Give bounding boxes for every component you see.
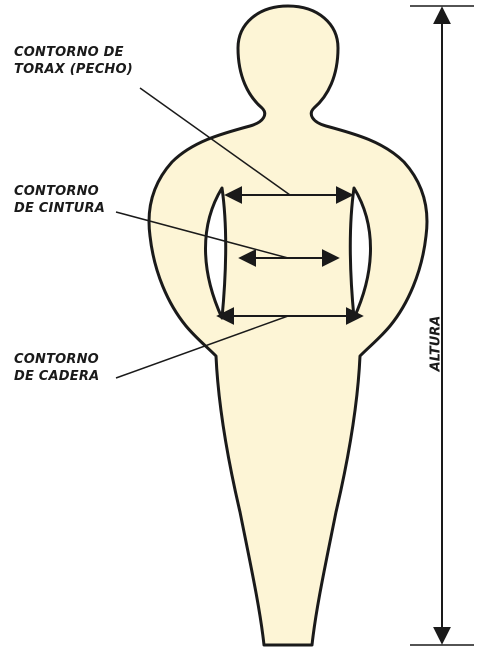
hip-label-line2: DE CADERA	[14, 368, 99, 385]
hip-contour-label: CONTORNO DE CADERA	[14, 351, 99, 385]
chest-label-line1: CONTORNO DE	[14, 44, 133, 61]
height-label: ALTURA	[429, 304, 444, 384]
chest-contour-label: CONTORNO DE TORAX (PECHO)	[14, 44, 133, 78]
hip-label-line1: CONTORNO	[14, 351, 99, 368]
body-silhouette	[149, 6, 427, 645]
waist-label-line1: CONTORNO	[14, 183, 105, 200]
waist-label-line2: DE CINTURA	[14, 200, 105, 217]
waist-contour-label: CONTORNO DE CINTURA	[14, 183, 105, 217]
chest-label-line2: TORAX (PECHO)	[14, 61, 133, 78]
